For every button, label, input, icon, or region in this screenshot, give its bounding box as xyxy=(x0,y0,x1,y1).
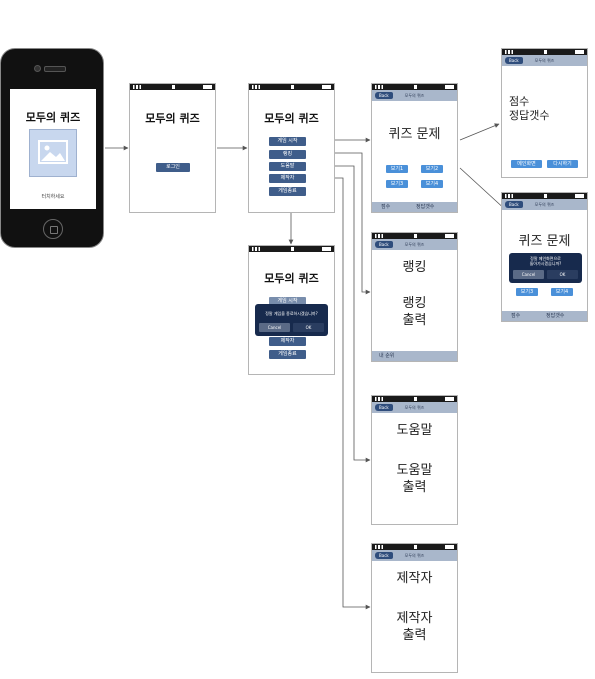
option-3-button: 보기3 xyxy=(516,288,538,296)
status-bar xyxy=(372,396,457,402)
back-button[interactable]: Back xyxy=(375,404,393,411)
status-bar xyxy=(130,84,215,90)
quiz-dialog-screen: Back 모두의 퀴즈 퀴즈 문제 보기3 보기4 정말 메인화면으로 돌아가시… xyxy=(501,192,588,322)
option-3-button[interactable]: 보기3 xyxy=(386,180,408,188)
menu-credits-button: 제작자 xyxy=(269,337,306,346)
main-menu-screen: 모두의 퀴즈 게임 시작 랭킹 도움말 제작자 게임종료 xyxy=(248,83,335,213)
nav-title: 모두의 퀴즈 xyxy=(534,202,555,207)
home-square-icon xyxy=(50,226,58,234)
footer-correct: 정답갯수 xyxy=(416,204,435,210)
touch-label: 터치하세요 xyxy=(41,194,65,200)
footer-score: 점수 xyxy=(381,204,391,210)
nav-bar: Back 모두의 퀴즈 xyxy=(372,402,457,413)
help-screen: Back 모두의 퀴즈 도움말 도움말 출력 xyxy=(371,395,458,525)
option-4-button[interactable]: 보기4 xyxy=(421,180,443,188)
arrow-quiz-to-result xyxy=(459,123,500,141)
menu-start-button: 게임 시작 xyxy=(269,297,306,306)
nav-bar: Back 모두의 퀴즈 xyxy=(502,199,587,210)
nav-title: 모두의 퀴즈 xyxy=(534,58,555,63)
exit-dialog-screen: 모두의 퀴즈 게임 시작 제작자 게임종료 정말 게임을 종료하시겠습니까? C… xyxy=(248,245,335,375)
credits-output: 제작자 출력 xyxy=(396,611,433,643)
nav-title: 모두의 퀴즈 xyxy=(404,405,425,410)
exit-ok-button[interactable]: OK xyxy=(293,323,324,332)
app-title: 모두의 퀴즈 xyxy=(264,272,319,285)
dialog-ok-button[interactable]: OK xyxy=(547,270,578,279)
arrow-credits-to-credits xyxy=(305,177,371,610)
status-bar xyxy=(502,49,587,55)
return-main-dialog: 정말 메인화면으로 돌아가시겠습니까? Cancel OK xyxy=(509,253,582,283)
option-2-button[interactable]: 보기2 xyxy=(421,165,443,173)
help-title: 도움말 xyxy=(396,423,433,438)
option-4-button: 보기4 xyxy=(551,288,573,296)
status-bar xyxy=(249,246,334,252)
quiz-footer: 점수 정답갯수 xyxy=(372,202,457,212)
quiz-screen: Back 모두의 퀴즈 퀴즈 문제 보기1 보기2 보기3 보기4 점수 정답갯… xyxy=(371,83,458,213)
status-bar xyxy=(502,193,587,199)
dialog-cancel-button[interactable]: Cancel xyxy=(513,270,544,279)
help-output: 도움말 출력 xyxy=(396,463,433,495)
nav-title: 모두의 퀴즈 xyxy=(404,242,425,247)
status-bar xyxy=(249,84,334,90)
credits-title: 제작자 xyxy=(396,571,433,586)
status-bar xyxy=(372,233,457,239)
menu-help-button[interactable]: 도움말 xyxy=(269,162,306,171)
my-rank-label: 내 순위 xyxy=(379,353,395,359)
back-button[interactable]: Back xyxy=(375,92,393,99)
menu-start-button[interactable]: 게임 시작 xyxy=(269,137,306,146)
nav-bar: Back 모두의 퀴즈 xyxy=(372,90,457,101)
result-screen: Back 모두의 퀴즈 점수 정답갯수 메인화면 다시하기 xyxy=(501,48,588,178)
retry-button[interactable]: 다시하기 xyxy=(547,160,578,168)
footer-score: 점수 xyxy=(511,313,521,319)
menu-exit-button[interactable]: 게임종료 xyxy=(269,187,306,196)
menu-ranking-button[interactable]: 랭킹 xyxy=(269,150,306,159)
status-bar xyxy=(372,84,457,90)
back-button[interactable]: Back xyxy=(505,201,523,208)
nav-bar: Back 모두의 퀴즈 xyxy=(372,239,457,250)
image-placeholder-icon xyxy=(29,129,77,177)
exit-dialog-message: 정말 게임을 종료하시겠습니까? xyxy=(265,311,318,316)
dialog-message-line2: 돌아가시겠습니까? xyxy=(529,261,562,266)
option-1-button[interactable]: 보기1 xyxy=(386,165,408,173)
ranking-screen: Back 모두의 퀴즈 랭킹 랭킹 출력 내 순위 xyxy=(371,232,458,362)
app-title: 모두의 퀴즈 xyxy=(145,112,200,125)
result-score-label: 점수 xyxy=(509,95,530,108)
splash-screen[interactable]: 모두의 퀴즈 터치하세요 xyxy=(10,89,96,209)
quiz-footer: 점수 정답갯수 xyxy=(502,311,587,321)
ranking-output: 랭킹 출력 xyxy=(402,296,427,328)
menu-exit-button: 게임종료 xyxy=(269,350,306,359)
back-button[interactable]: Back xyxy=(505,57,523,64)
back-button[interactable]: Back xyxy=(375,552,393,559)
app-title: 모두의 퀴즈 xyxy=(264,112,319,125)
exit-dialog: 정말 게임을 종료하시겠습니까? Cancel OK xyxy=(255,304,328,336)
credits-screen: Back 모두의 퀴즈 제작자 제작자 출력 xyxy=(371,543,458,673)
dialog-message-line1: 정말 메인화면으로 xyxy=(530,256,561,261)
back-button[interactable]: Back xyxy=(375,241,393,248)
login-screen: 모두의 퀴즈 로그인 xyxy=(129,83,216,213)
home-button[interactable] xyxy=(43,219,63,239)
exit-cancel-button[interactable]: Cancel xyxy=(259,323,290,332)
ranking-title: 랭킹 xyxy=(402,260,427,275)
speaker-slot xyxy=(44,66,66,72)
arrow-quiz-to-dialog xyxy=(459,167,509,213)
camera-dot xyxy=(34,65,41,72)
footer-correct: 정답갯수 xyxy=(546,313,565,319)
login-button[interactable]: 로그인 xyxy=(156,163,190,172)
splash-phone: 모두의 퀴즈 터치하세요 xyxy=(0,48,104,248)
nav-bar: Back 모두의 퀴즈 xyxy=(372,550,457,561)
quiz-question: 퀴즈 문제 xyxy=(388,127,441,142)
app-title: 모두의 퀴즈 xyxy=(25,111,81,124)
main-screen-button[interactable]: 메인화면 xyxy=(511,160,542,168)
quiz-question: 퀴즈 문제 xyxy=(518,234,571,249)
nav-title: 모두의 퀴즈 xyxy=(404,553,425,558)
nav-title: 모두의 퀴즈 xyxy=(404,93,425,98)
status-bar xyxy=(372,544,457,550)
nav-bar: Back 모두의 퀴즈 xyxy=(502,55,587,66)
ranking-footer: 내 순위 xyxy=(372,351,457,361)
menu-credits-button[interactable]: 제작자 xyxy=(269,174,306,183)
result-correct-label: 정답갯수 xyxy=(509,109,550,122)
